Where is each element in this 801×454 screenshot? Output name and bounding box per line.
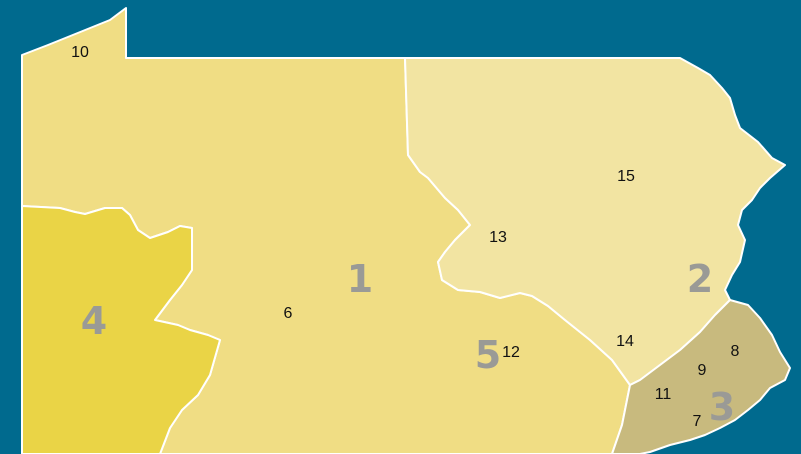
marker-7: 7	[693, 413, 702, 430]
marker-14: 14	[616, 333, 634, 350]
region-3-area[interactable]	[611, 299, 791, 454]
region-4-label: 4	[81, 299, 107, 343]
region-4-area[interactable]	[21, 205, 221, 454]
region-2-label: 2	[687, 257, 713, 301]
marker-12: 12	[502, 344, 520, 361]
marker-13: 13	[489, 229, 507, 246]
marker-6: 6	[284, 305, 293, 322]
marker-15: 15	[617, 168, 635, 185]
region-1-label: 1	[347, 257, 373, 301]
marker-10: 10	[71, 44, 89, 61]
region-3-label: 3	[709, 385, 735, 429]
marker-11: 11	[655, 386, 672, 403]
region-5-label: 5	[475, 333, 501, 377]
marker-8: 8	[731, 343, 740, 360]
marker-9: 9	[698, 362, 707, 379]
